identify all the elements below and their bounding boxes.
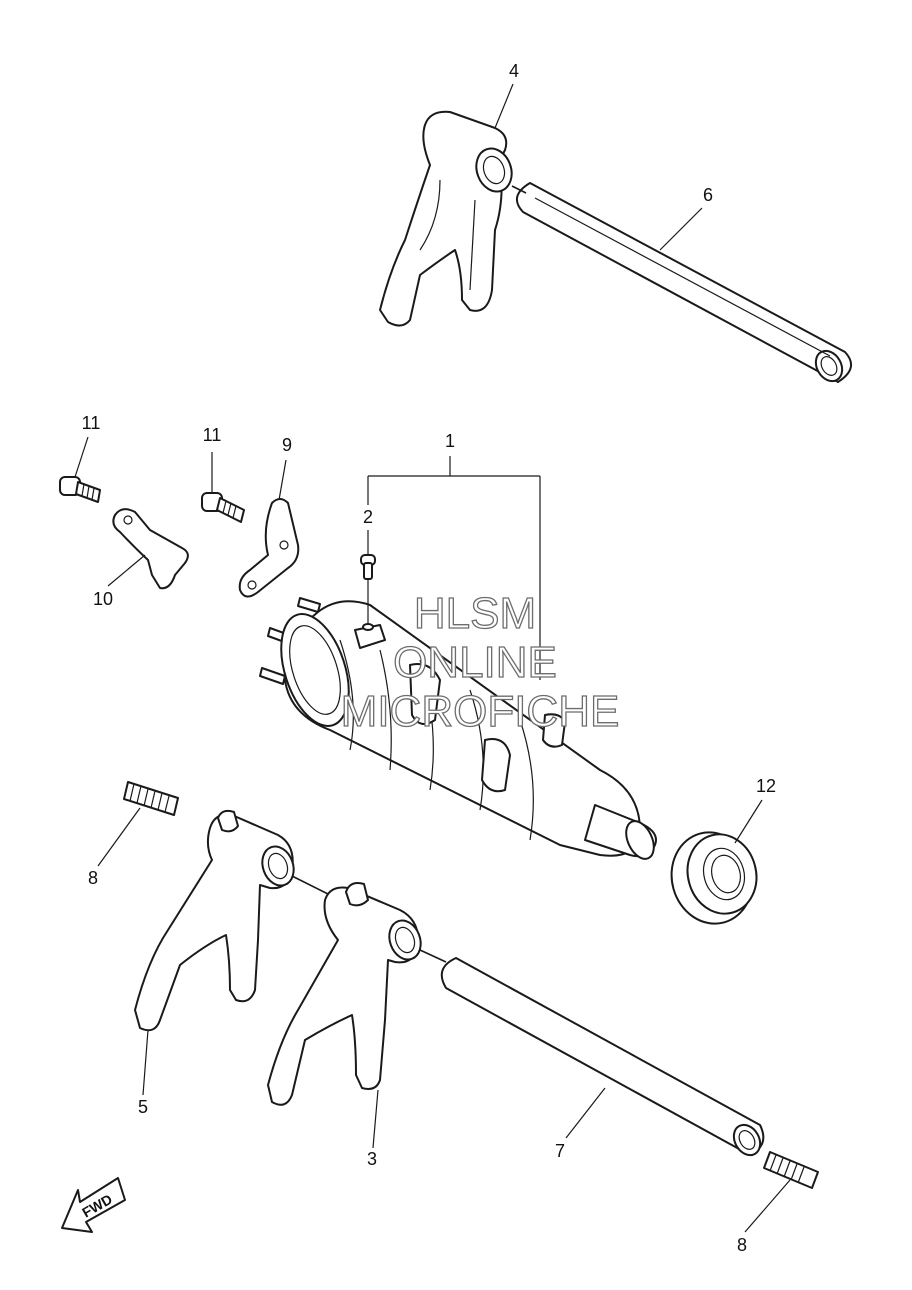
shift-fork-upper	[379, 110, 513, 327]
callout-5: 5	[138, 1097, 148, 1117]
callout-1: 1	[445, 431, 455, 451]
drum-pin	[360, 554, 376, 580]
callout-8-lower: 8	[737, 1235, 747, 1255]
callout-12: 12	[756, 776, 776, 796]
shift-fork-left	[134, 809, 295, 1032]
shift-fork-center	[267, 882, 422, 1106]
leader-lines	[74, 83, 791, 1233]
watermark-line1: HLSM	[414, 589, 536, 638]
shift-shaft-lower	[440, 957, 765, 1157]
callout-6: 6	[703, 185, 713, 205]
bearing	[670, 831, 758, 925]
spring-upper	[123, 781, 179, 816]
stopper-lever	[112, 508, 189, 590]
callout-11-left: 11	[82, 413, 101, 433]
segment-plate	[238, 498, 300, 598]
watermark-line3: MICROFICHE	[341, 687, 620, 736]
watermark: HLSM ONLINE MICROFICHE	[340, 588, 620, 736]
bolt-left	[59, 476, 101, 503]
callout-2: 2	[363, 507, 373, 527]
watermark-line2: ONLINE	[393, 638, 557, 687]
shift-shaft-upper	[515, 182, 853, 383]
fwd-arrow-icon: FWD	[61, 1177, 126, 1233]
callout-4: 4	[509, 61, 519, 81]
callout-numbers: 1 2 3 4 5 6 7 8 8 9 10 11 11 12	[82, 61, 776, 1255]
spring-lower	[763, 1151, 819, 1189]
callout-10: 10	[93, 589, 113, 609]
callout-11-right: 11	[203, 425, 222, 445]
shift-drum	[259, 597, 657, 860]
callout-8-upper: 8	[88, 868, 98, 888]
callout-3: 3	[367, 1149, 377, 1169]
callout-7: 7	[555, 1141, 565, 1161]
callout-9: 9	[282, 435, 292, 455]
bolt-right	[201, 492, 245, 523]
